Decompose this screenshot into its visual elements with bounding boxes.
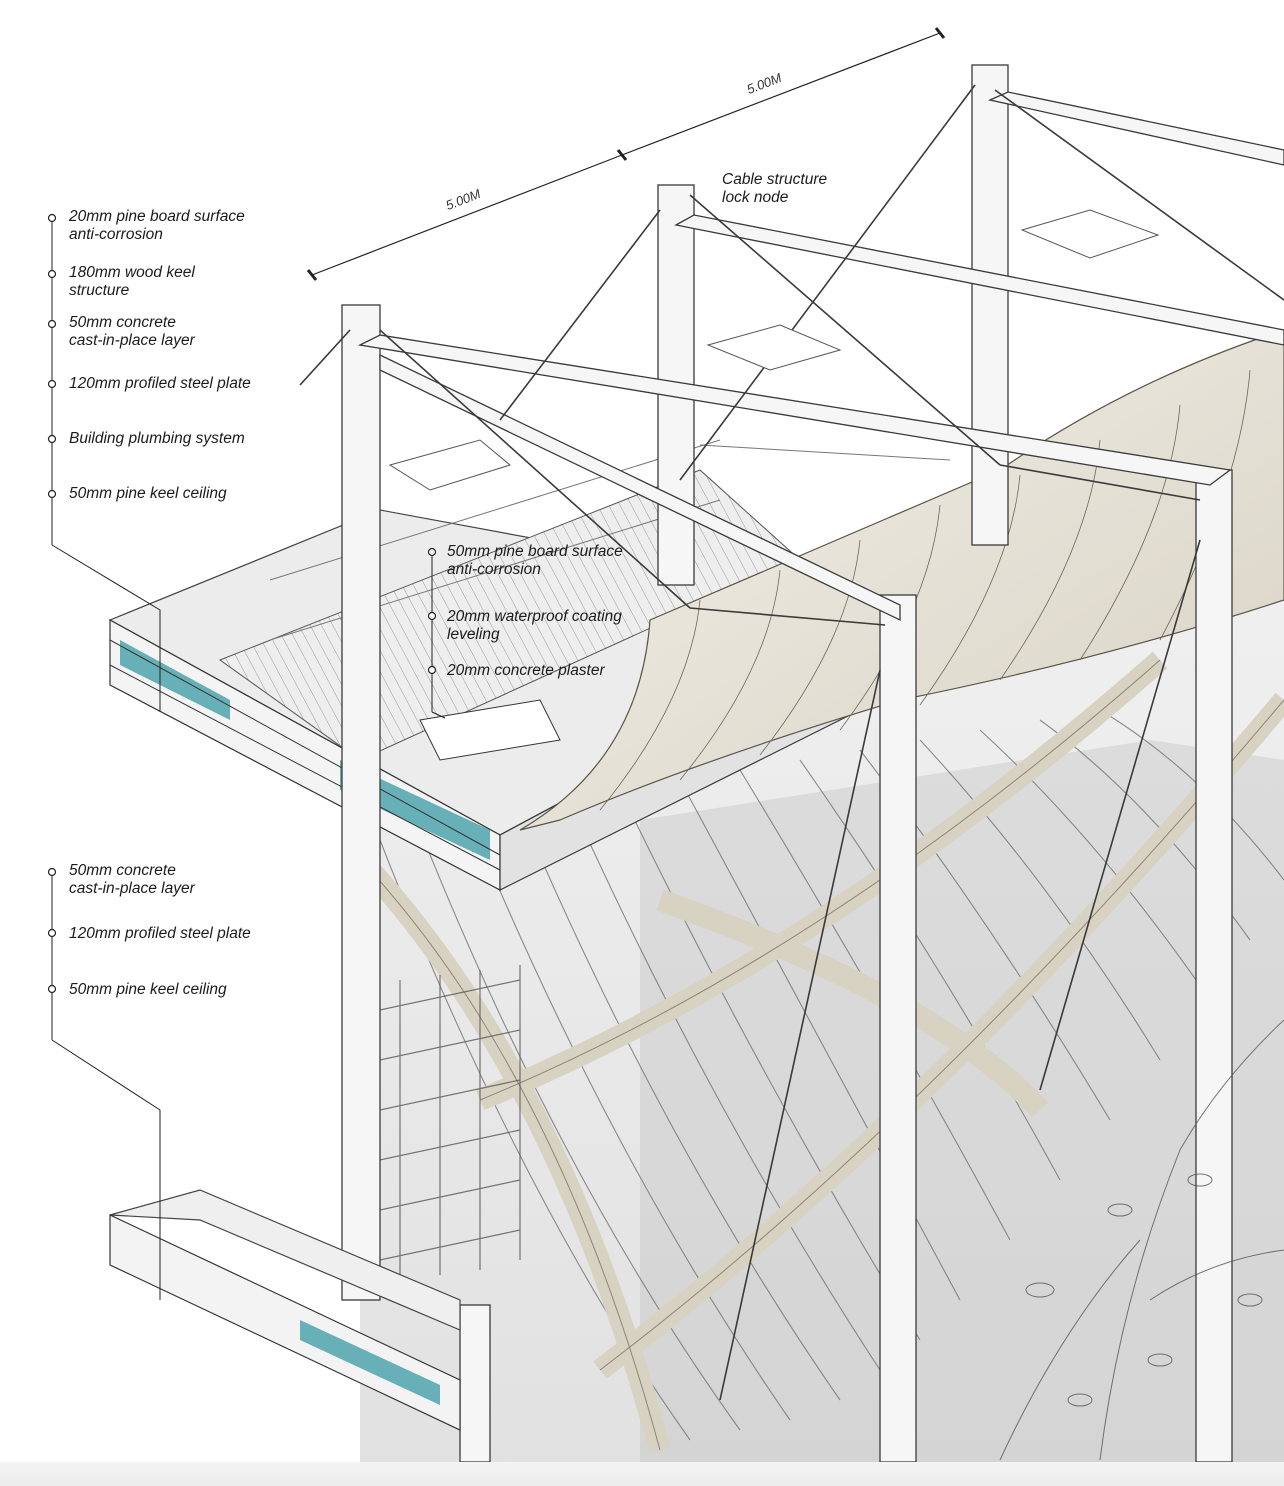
layer-label-line: anti-corrosion [69, 226, 163, 243]
bottom-band [0, 1462, 1284, 1486]
layer-label-line: cast-in-place layer [69, 880, 195, 897]
layer-label-line: 120mm profiled steel plate [69, 925, 251, 942]
callout-cable-node: Cable structure lock node [722, 171, 827, 207]
callout-line: Cable structure [722, 171, 828, 188]
layer-label-line: structure [69, 282, 130, 299]
layer-label-line: 50mm concrete [69, 862, 176, 879]
upper-layer-4: 120mm profiled steel plate [69, 375, 251, 393]
layer-label-line: 20mm pine board surface [69, 208, 245, 225]
pendant-lights [388, 209, 1160, 491]
layer-label-line: cast-in-place layer [69, 332, 195, 349]
deck-layer-3: 20mm concrete plaster [447, 662, 605, 680]
lower-layer-2: 120mm profiled steel plate [69, 925, 251, 943]
lower-floor-slab [109, 1189, 461, 1431]
callout-line: lock node [722, 189, 789, 206]
tension-cables [299, 84, 1284, 1401]
layer-label-line: leveling [447, 626, 500, 643]
leader-markers [47, 213, 437, 994]
layer-label-line: 120mm profiled steel plate [69, 375, 251, 392]
layer-label-line: anti-corrosion [447, 561, 541, 578]
layer-label-line: Building plumbing system [69, 430, 245, 447]
steel-frame [341, 64, 1284, 1463]
stair-grid [379, 965, 521, 1280]
tree-sketch [999, 1019, 1284, 1461]
lower-layer-3: 50mm pine keel ceiling [69, 981, 227, 999]
layer-label-line: 180mm wood keel [69, 264, 195, 281]
upper-layer-5: Building plumbing system [69, 430, 245, 448]
layer-label-line: 20mm concrete plaster [447, 662, 605, 679]
dimension-lines [306, 27, 946, 281]
layer-label-line: 50mm pine keel ceiling [69, 981, 227, 998]
layer-label-line: 20mm waterproof coating [447, 608, 622, 625]
upper-layer-6: 50mm pine keel ceiling [69, 485, 227, 503]
layer-label-line: 50mm concrete [69, 314, 176, 331]
layer-label-line: 50mm pine board surface [447, 543, 623, 560]
layer-label-line: 50mm pine keel ceiling [69, 485, 227, 502]
